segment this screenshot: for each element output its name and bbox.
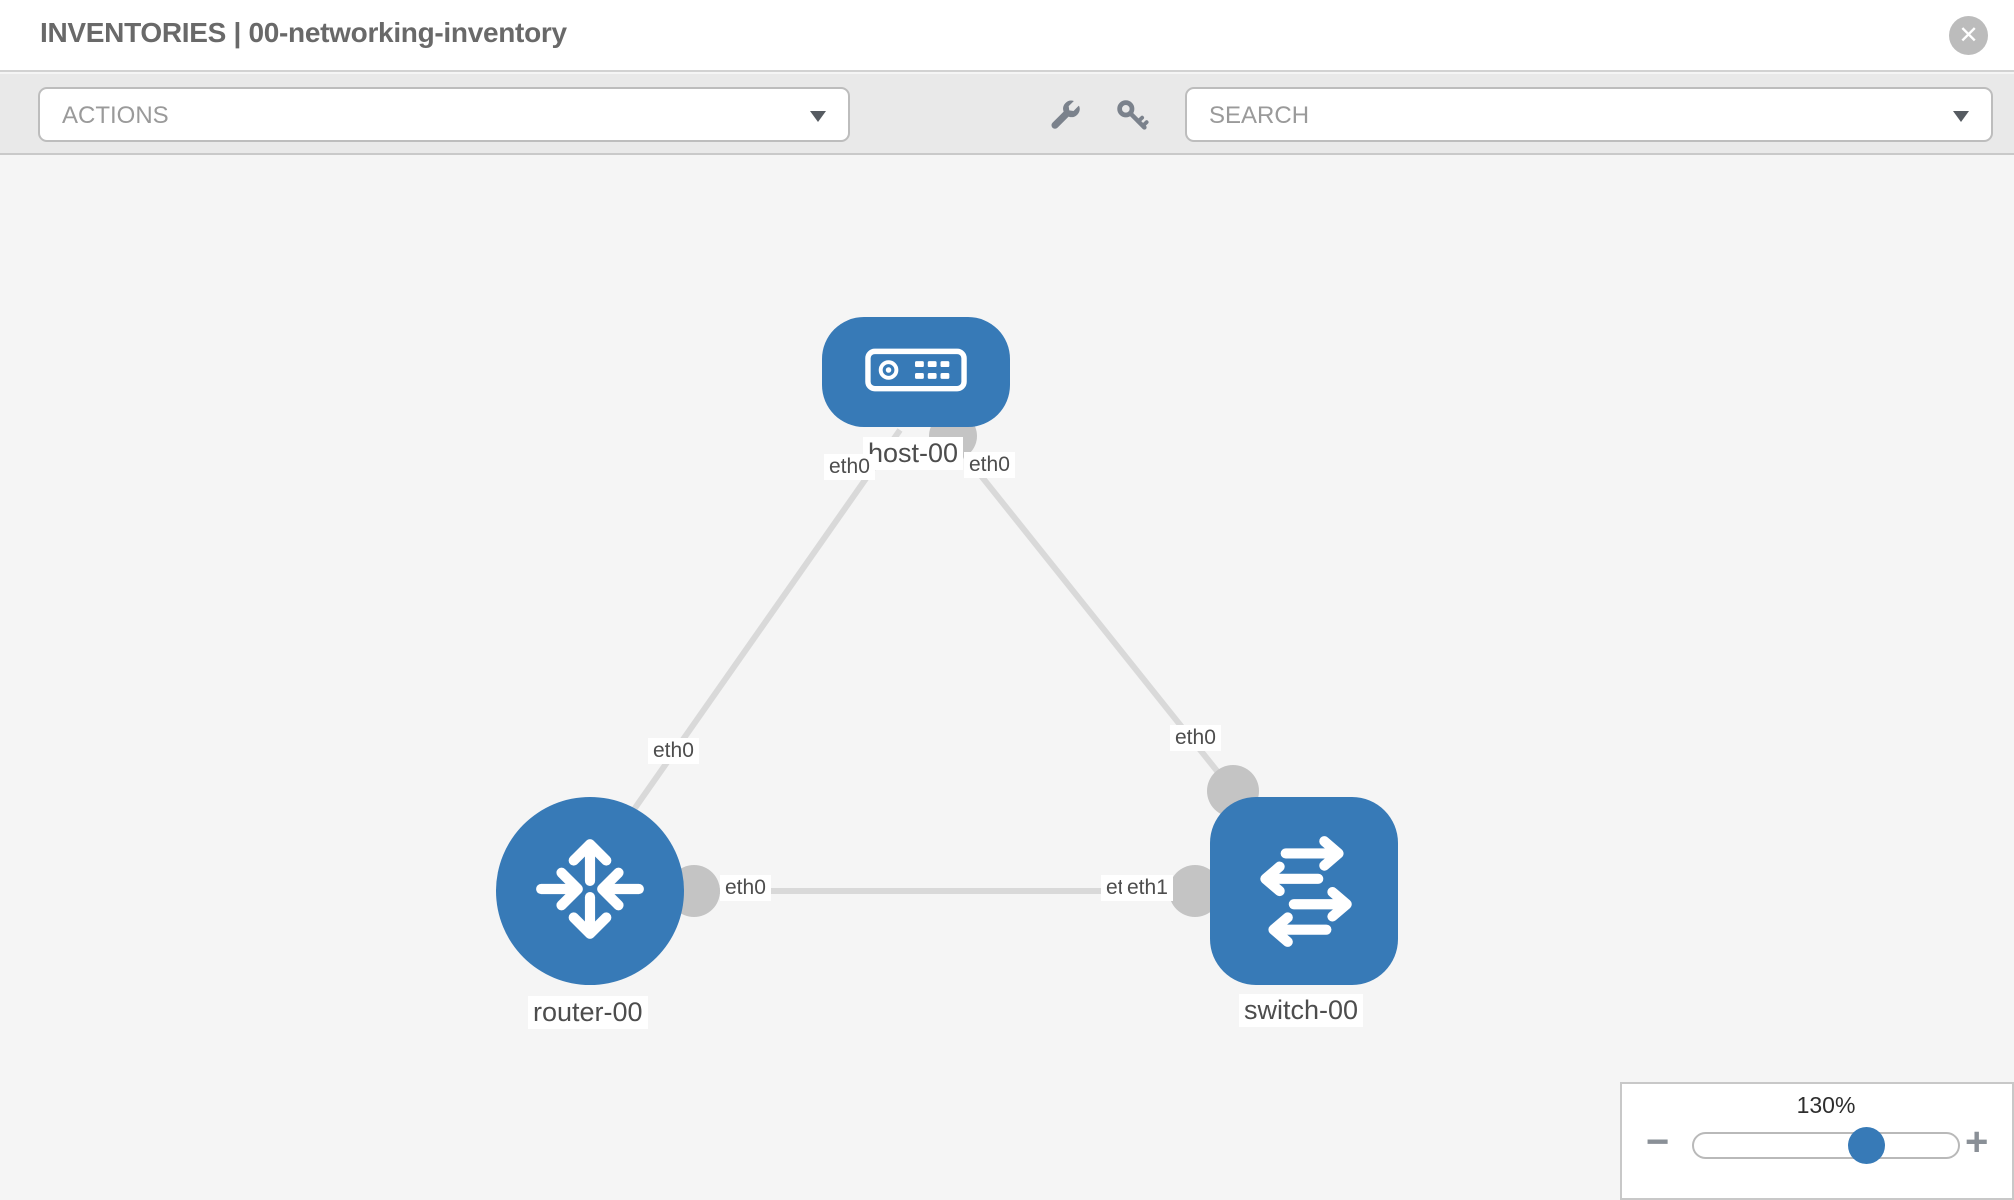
zoom-level-value: 130%: [1796, 1092, 1856, 1118]
actions-dropdown-label: ACTIONS: [62, 102, 169, 129]
zoom-panel: 130% − +: [1620, 1082, 2014, 1200]
iface-dot-switch-left: [1169, 865, 1221, 917]
zoom-slider-thumb[interactable]: [1848, 1127, 1885, 1164]
iface-label-router-top: eth0: [648, 738, 699, 764]
iface-label-router-right: eth0: [720, 875, 771, 901]
node-host-00[interactable]: [822, 317, 1010, 427]
iface-label-switch-top: eth0: [1170, 725, 1221, 751]
search-dropdown[interactable]: SEARCH: [1185, 87, 1993, 142]
wrench-icon[interactable]: [1048, 97, 1084, 133]
iface-label-host-left: eth0: [824, 454, 875, 480]
zoom-in-button[interactable]: +: [1965, 1120, 1989, 1164]
host-icon: [865, 348, 967, 397]
caret-down-icon: [1953, 111, 1969, 122]
toolbar: ACTIONS SEARCH: [0, 74, 2014, 155]
close-button[interactable]: ✕: [1949, 16, 1988, 55]
node-label-host: host-00: [863, 437, 964, 470]
header-bar: INVENTORIES | 00-networking-inventory ✕: [0, 0, 2014, 72]
close-icon: ✕: [1958, 22, 1979, 49]
node-switch-00[interactable]: [1210, 797, 1398, 985]
key-icon[interactable]: [1114, 97, 1150, 133]
actions-dropdown[interactable]: ACTIONS: [38, 87, 850, 142]
node-label-router: router-00: [528, 996, 648, 1029]
node-label-switch: switch-00: [1239, 994, 1364, 1027]
zoom-slider[interactable]: [1692, 1127, 1960, 1164]
caret-down-icon: [810, 111, 826, 122]
node-router-00[interactable]: [496, 797, 684, 985]
link-lines: [625, 428, 1236, 894]
iface-label-switch-left: eth1: [1122, 875, 1173, 901]
iface-label-host-right: eth0: [964, 452, 1015, 478]
router-icon: [531, 830, 649, 953]
interface-dots: [668, 412, 1259, 917]
search-dropdown-label: SEARCH: [1209, 102, 1310, 129]
switch-icon: [1241, 826, 1367, 957]
page-title: INVENTORIES | 00-networking-inventory: [40, 17, 567, 48]
zoom-out-button[interactable]: −: [1646, 1120, 1670, 1164]
